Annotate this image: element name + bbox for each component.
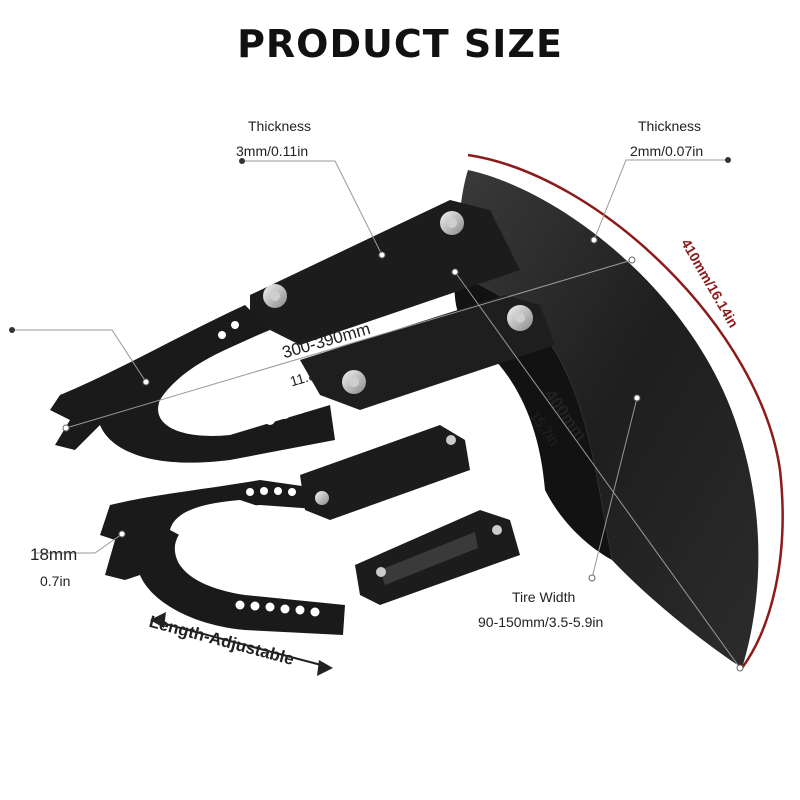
fork-bracket-hole	[165, 335, 300, 412]
thickness-left-title: Thickness	[248, 118, 312, 134]
fork-bracket-small	[100, 480, 345, 635]
fork-bracket-small-hole	[170, 500, 270, 545]
tire-width-title: Tire Width	[512, 589, 576, 605]
thickness-left-value: 3mm/0.11in	[236, 143, 309, 159]
leader-lines	[12, 159, 741, 669]
slot-width-in: 0.7in	[40, 573, 71, 589]
slot-width-mm: 18mm	[30, 545, 78, 564]
adjust-holes	[218, 321, 320, 617]
adjustable-arrow	[150, 612, 333, 676]
lower-stay-plate-1	[300, 425, 470, 520]
bolts	[263, 211, 533, 577]
arc-dimension-line	[467, 153, 784, 669]
fender-shell	[455, 170, 759, 668]
leader-end-dots	[9, 157, 731, 333]
lower-stay-slot	[380, 532, 478, 585]
thickness-right-title: Thickness	[638, 118, 702, 134]
page-title: PRODUCT SIZE	[237, 22, 563, 66]
leader-dots	[62, 236, 744, 672]
tire-width-value: 90-150mm/3.5-5.9in	[478, 614, 604, 630]
upper-bracket-arm	[250, 200, 520, 345]
fork-bracket-large	[50, 305, 335, 463]
thickness-right-value: 2mm/0.07in	[630, 143, 704, 159]
